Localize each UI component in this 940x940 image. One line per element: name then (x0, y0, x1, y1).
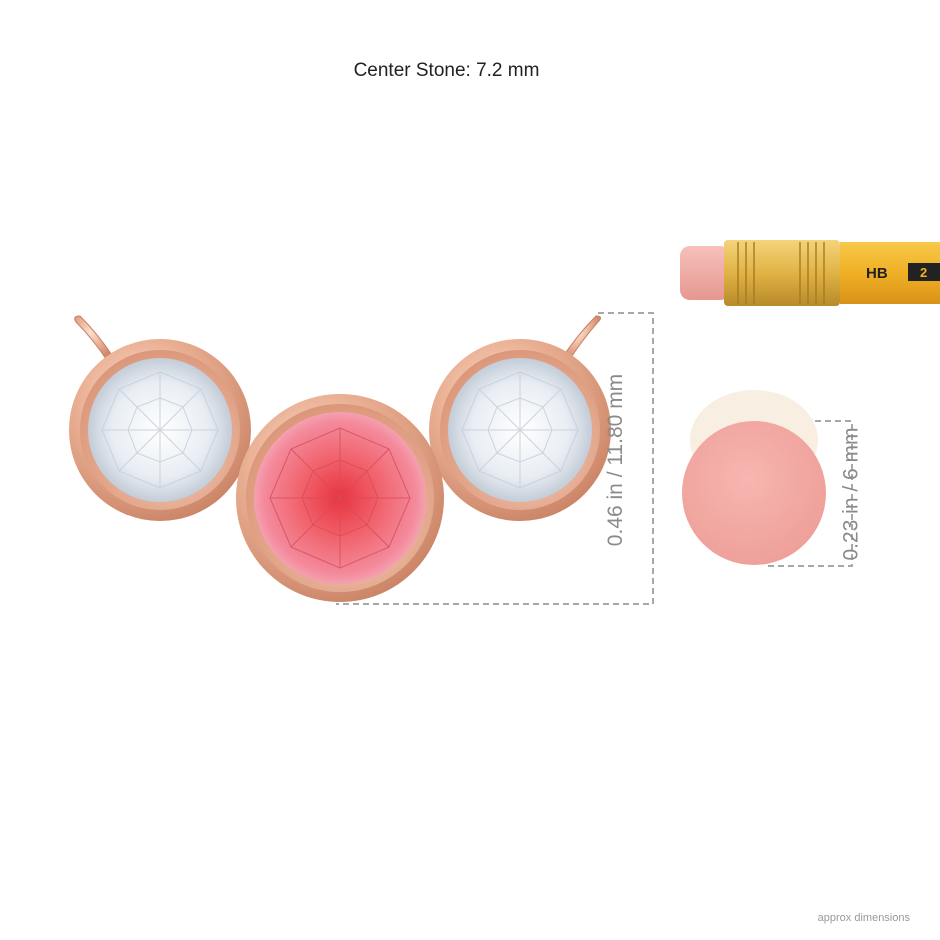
eraser-dimension-line (766, 420, 853, 567)
pendant-dimension-line (336, 312, 654, 605)
approx-dimensions-note: approx dimensions (817, 912, 910, 924)
pencil-eraser-tip (680, 246, 730, 300)
pencil-ferrule (724, 240, 840, 306)
eraser-top-view (682, 390, 826, 565)
right-bail (561, 315, 602, 363)
pendant-dimension-label: 0.46 in / 11.80 mm (604, 373, 628, 547)
pencil-number-box (908, 263, 940, 281)
left-bail (74, 315, 115, 363)
pencil-grade: HB (866, 265, 888, 282)
center-stone-title: Center Stone: 7.2 mm (353, 60, 540, 81)
center-pink-stone (236, 394, 444, 602)
right-side-stone (429, 339, 611, 521)
pencil-number: 2 (920, 265, 927, 280)
pencil: HB 2 (680, 240, 940, 306)
left-side-stone (69, 339, 251, 521)
eraser-dimension-label: 0.23 in / 6 mm (839, 427, 863, 561)
